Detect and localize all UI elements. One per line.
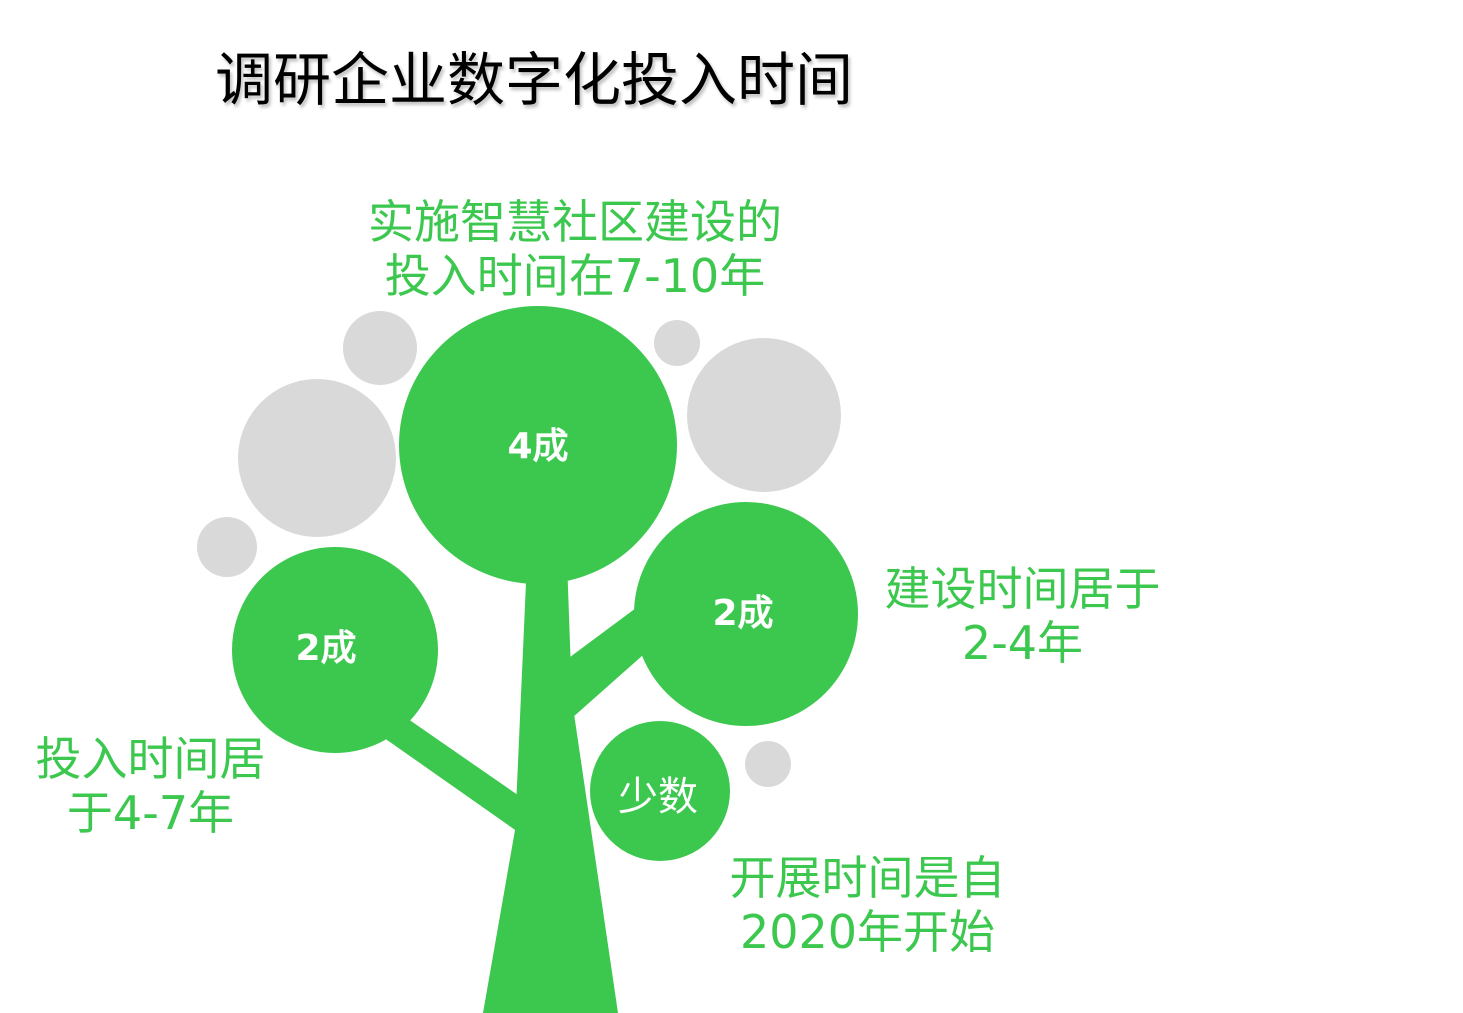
label-top-line1: 实施智慧社区建设的: [368, 195, 782, 249]
page-title: 调研企业数字化投入时间: [215, 46, 854, 114]
label-right-line2: 2-4年: [961, 616, 1084, 670]
bubble-top-label: 4成: [507, 426, 569, 467]
gray-circle: [687, 338, 841, 492]
label-top: 实施智慧社区建设的 投入时间在7-10年: [340, 195, 810, 303]
label-top-line2: 投入时间在7-10年: [384, 249, 766, 303]
gray-circle: [238, 379, 396, 537]
label-left: 投入时间居 于4-7年: [18, 732, 283, 840]
label-bottom-line2: 2020年开始: [739, 905, 996, 959]
label-right-line1: 建设时间居于: [884, 562, 1161, 616]
label-bottom-line1: 开展时间是自: [729, 851, 1006, 905]
tree-branch-left: [380, 712, 525, 832]
bubble-small: [590, 721, 730, 861]
bubble-left: [232, 547, 438, 753]
label-left-line1: 投入时间居: [35, 732, 266, 786]
bubble-right-label: 2成: [712, 593, 774, 634]
bubble-left-label: 2成: [295, 628, 357, 669]
gray-circle: [343, 311, 417, 385]
gray-circle: [745, 741, 791, 787]
bubble-right: [634, 502, 858, 726]
label-left-line2: 于4-7年: [66, 786, 235, 840]
tree-trunk: [483, 560, 618, 1013]
gray-circle: [197, 517, 257, 577]
label-right: 建设时间居于 2-4年: [865, 562, 1180, 670]
bubble-top: [399, 306, 677, 584]
gray-circle: [654, 320, 700, 366]
label-bottom: 开展时间是自 2020年开始: [710, 851, 1025, 959]
bubble-small-label: 少数: [618, 774, 698, 820]
